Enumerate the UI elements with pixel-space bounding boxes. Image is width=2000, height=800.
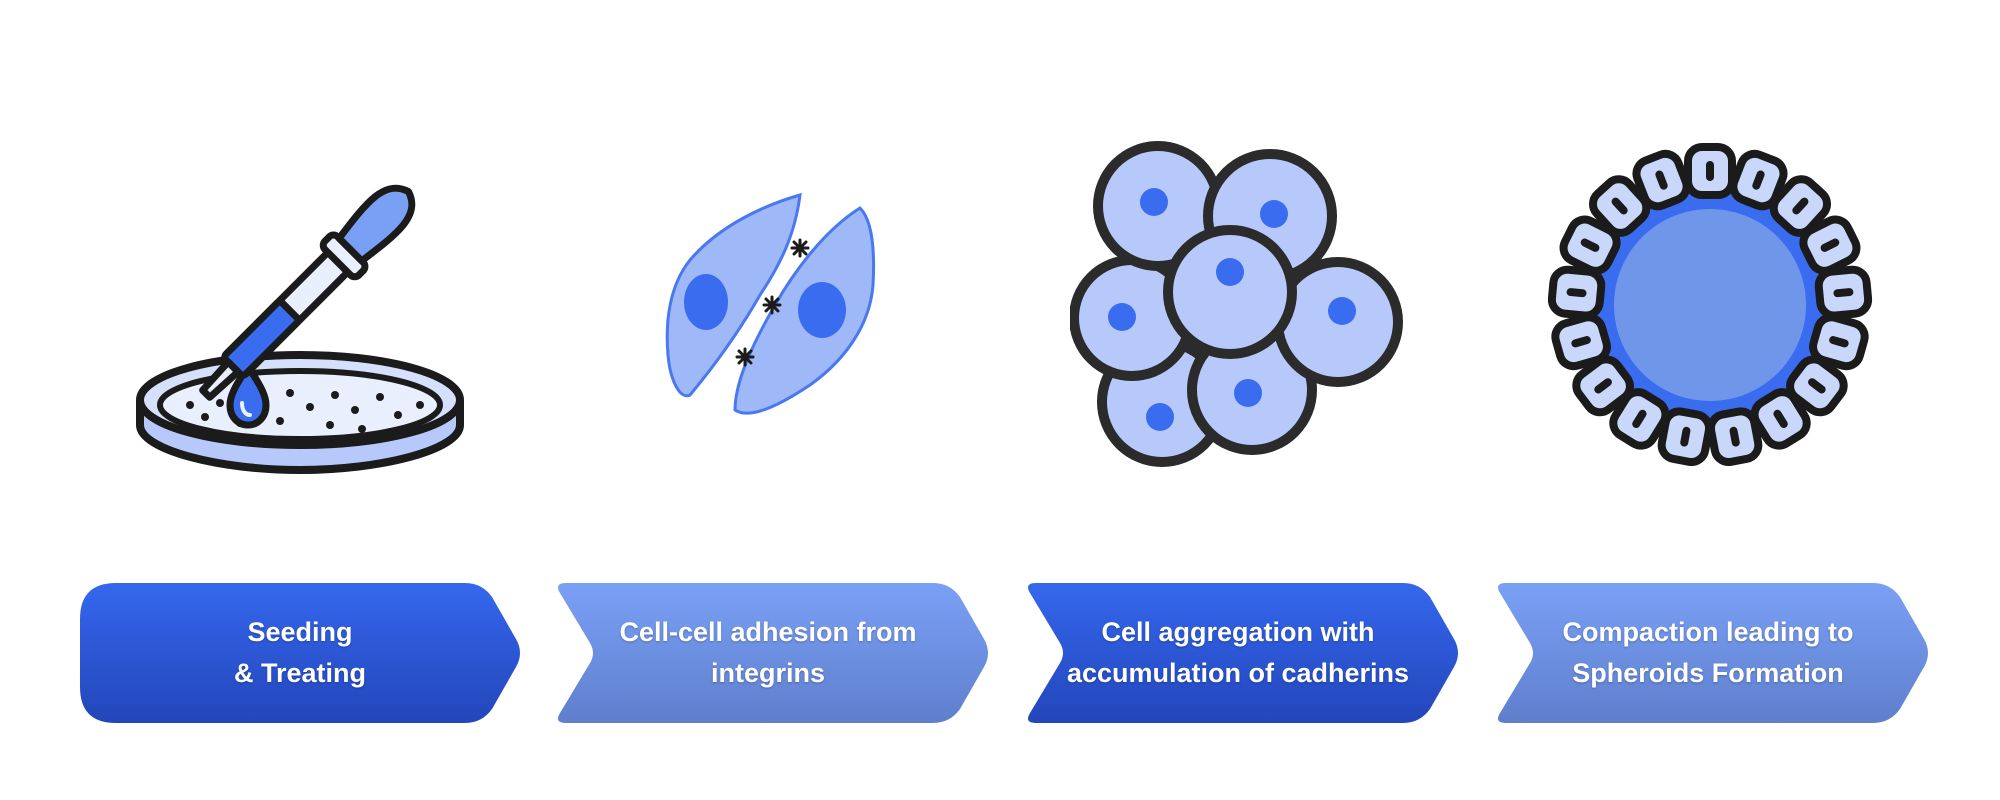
- step-3-label: Cell aggregation with accumulation of ca…: [1066, 617, 1410, 688]
- step-2-label: Cell-cell adhesion from integrins: [619, 617, 917, 688]
- spheroid-icon: [1540, 135, 1880, 475]
- petri-dish-dropper-icon: [130, 135, 470, 475]
- step-1-label: Seeding & Treating: [233, 617, 367, 688]
- cell-cluster-icon: [1070, 140, 1410, 480]
- step-4-label: Compaction leading to Spheroids Formatio…: [1562, 617, 1854, 688]
- step-3-cadherin-aggregation: Cell aggregation with accumulation of ca…: [1018, 583, 1458, 723]
- step-2-integrin-adhesion: Cell-cell adhesion from integrins: [548, 583, 988, 723]
- adhering-cells-icon: [660, 190, 880, 420]
- step-4-spheroid-compaction: Compaction leading to Spheroids Formatio…: [1488, 583, 1928, 723]
- step-1-seeding: Seeding & Treating: [80, 583, 520, 723]
